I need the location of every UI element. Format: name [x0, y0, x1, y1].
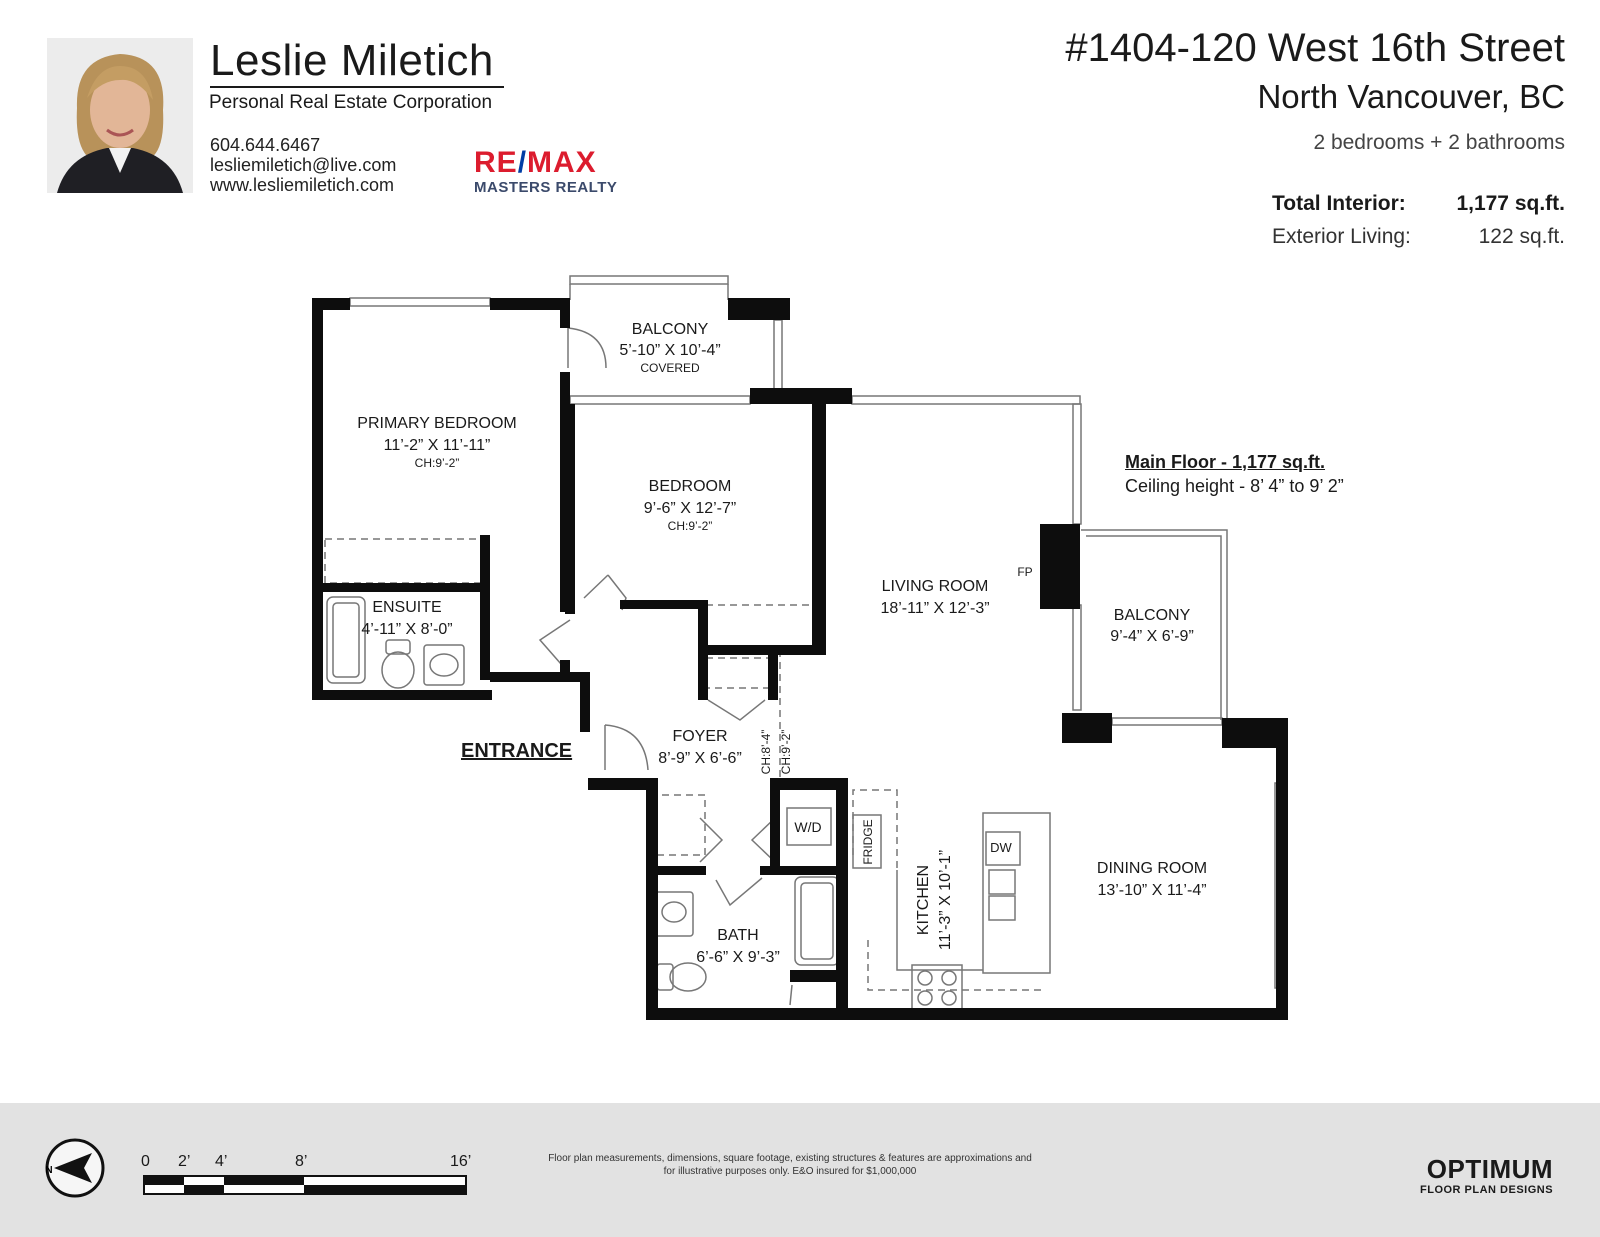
main-floor-ceiling: Ceiling height - 8’ 4” to 9’ 2” [1125, 476, 1344, 496]
balcony-top-name: BALCONY [632, 321, 709, 338]
bath-name: BATH [717, 927, 758, 944]
property-address: #1404-120 West 16th Street [1065, 26, 1565, 70]
scale-label-0: 0 [141, 1153, 150, 1170]
fridge-label: FRIDGE [861, 819, 875, 864]
fireplace-label: FP [1017, 565, 1032, 579]
balcony-top-dims: 5’-10” X 10’-4” [619, 342, 720, 359]
property-city: North Vancouver, BC [1257, 78, 1565, 115]
washer-dryer-label: W/D [794, 819, 821, 835]
living-room-name: LIVING ROOM [882, 578, 989, 595]
compass-north-label: N [45, 1165, 52, 1176]
dishwasher-label: DW [990, 840, 1012, 855]
scale-label-8: 8’ [295, 1153, 308, 1170]
disclaimer-line-2: for illustrative purposes only. E&O insu… [663, 1166, 917, 1177]
agent-photo [47, 38, 193, 193]
primary-bedroom-name: PRIMARY BEDROOM [357, 415, 516, 432]
foyer-dims: 8’-9” X 6’-6” [658, 750, 742, 767]
disclaimer: Floor plan measurements, dimensions, squ… [520, 1152, 1060, 1178]
bedroom-ch: CH:9’-2” [668, 519, 713, 533]
balcony-top-note: COVERED [640, 361, 700, 375]
primary-bedroom-dims: 11’-2” X 11’-11” [384, 437, 491, 454]
optimum-logo: OPTIMUM FLOOR PLAN DESIGNS [1420, 1156, 1553, 1196]
main-floor-title: Main Floor - 1,177 sq.ft. [1125, 452, 1326, 472]
entrance-label: ENTRANCE [461, 740, 573, 762]
total-interior-label: Total Interior: [1272, 192, 1406, 215]
exterior-living-label: Exterior Living: [1272, 225, 1411, 248]
kitchen-name: KITCHEN [915, 865, 932, 935]
primary-bedroom-ch: CH:9’-2” [415, 456, 460, 470]
bedroom-dims: 9’-6” X 12’-7” [644, 500, 736, 517]
foyer-ch-1: CH:8’-4” [759, 730, 773, 775]
floor-plan: BALCONY 5’-10” X 10’-4” COVERED PRIMARY … [312, 275, 1288, 1020]
agent-corporation: Personal Real Estate Corporation [209, 92, 493, 113]
optimum-logo-text: OPTIMUM [1426, 1154, 1554, 1184]
dining-room-dims: 13’-10” X 11’-4” [1097, 882, 1206, 899]
optimum-logo-sub: FLOOR PLAN DESIGNS [1420, 1184, 1554, 1196]
total-interior-row: Total Interior: 1,177 sq.ft. [1272, 192, 1565, 216]
living-room-dims: 18’-11” X 12’-3” [880, 600, 989, 617]
exterior-living-value: 122 sq.ft. [1478, 225, 1565, 248]
balcony-right-name: BALCONY [1114, 607, 1191, 624]
kitchen-dims: 11’-3” X 10’-1” [937, 850, 954, 950]
agent-name: Leslie Miletich [210, 36, 494, 85]
ensuite-dims: 4’-11” X 8’-0” [361, 621, 452, 638]
floor-plan-windows [324, 275, 1284, 1011]
agent-website[interactable]: www.lesliemiletich.com [210, 175, 395, 195]
floor-plan-walls [312, 298, 1288, 1020]
total-interior-value: 1,177 sq.ft. [1456, 192, 1565, 215]
scale-label-4: 4’ [215, 1153, 228, 1170]
room-labels: BALCONY 5’-10” X 10’-4” COVERED PRIMARY … [357, 321, 1207, 966]
scale-label-16: 16’ [450, 1153, 472, 1170]
footer-bar [0, 1103, 1600, 1237]
bath-dims: 6’-6” X 9’-3” [696, 949, 780, 966]
property-beds-baths: 2 bedrooms + 2 bathrooms [1313, 131, 1565, 154]
agent-portrait-image [47, 38, 193, 193]
agent-name-underline [210, 86, 504, 88]
balcony-right-dims: 9’-4” X 6’-9” [1110, 628, 1194, 645]
exterior-living-row: Exterior Living: 122 sq.ft. [1272, 225, 1565, 249]
dining-room-name: DINING ROOM [1097, 860, 1207, 877]
compass-icon: N [45, 1138, 105, 1198]
disclaimer-line-1: Floor plan measurements, dimensions, squ… [548, 1153, 1032, 1164]
remax-logo: RE/MAX MASTERS REALTY [474, 146, 618, 197]
scale-label-2: 2’ [178, 1153, 191, 1170]
agent-phone[interactable]: 604.644.6467 [210, 135, 321, 155]
foyer-ch-2: CH:9’-2” [779, 730, 793, 775]
bedroom-name: BEDROOM [649, 478, 732, 495]
scale-bar [143, 1175, 467, 1195]
agent-email[interactable]: lesliemiletich@live.com [210, 155, 397, 175]
brokerage-name: MASTERS REALTY [474, 179, 618, 196]
remax-logo-text: RE/MAX [474, 146, 597, 179]
foyer-name: FOYER [672, 728, 727, 745]
ensuite-name: ENSUITE [372, 599, 441, 616]
